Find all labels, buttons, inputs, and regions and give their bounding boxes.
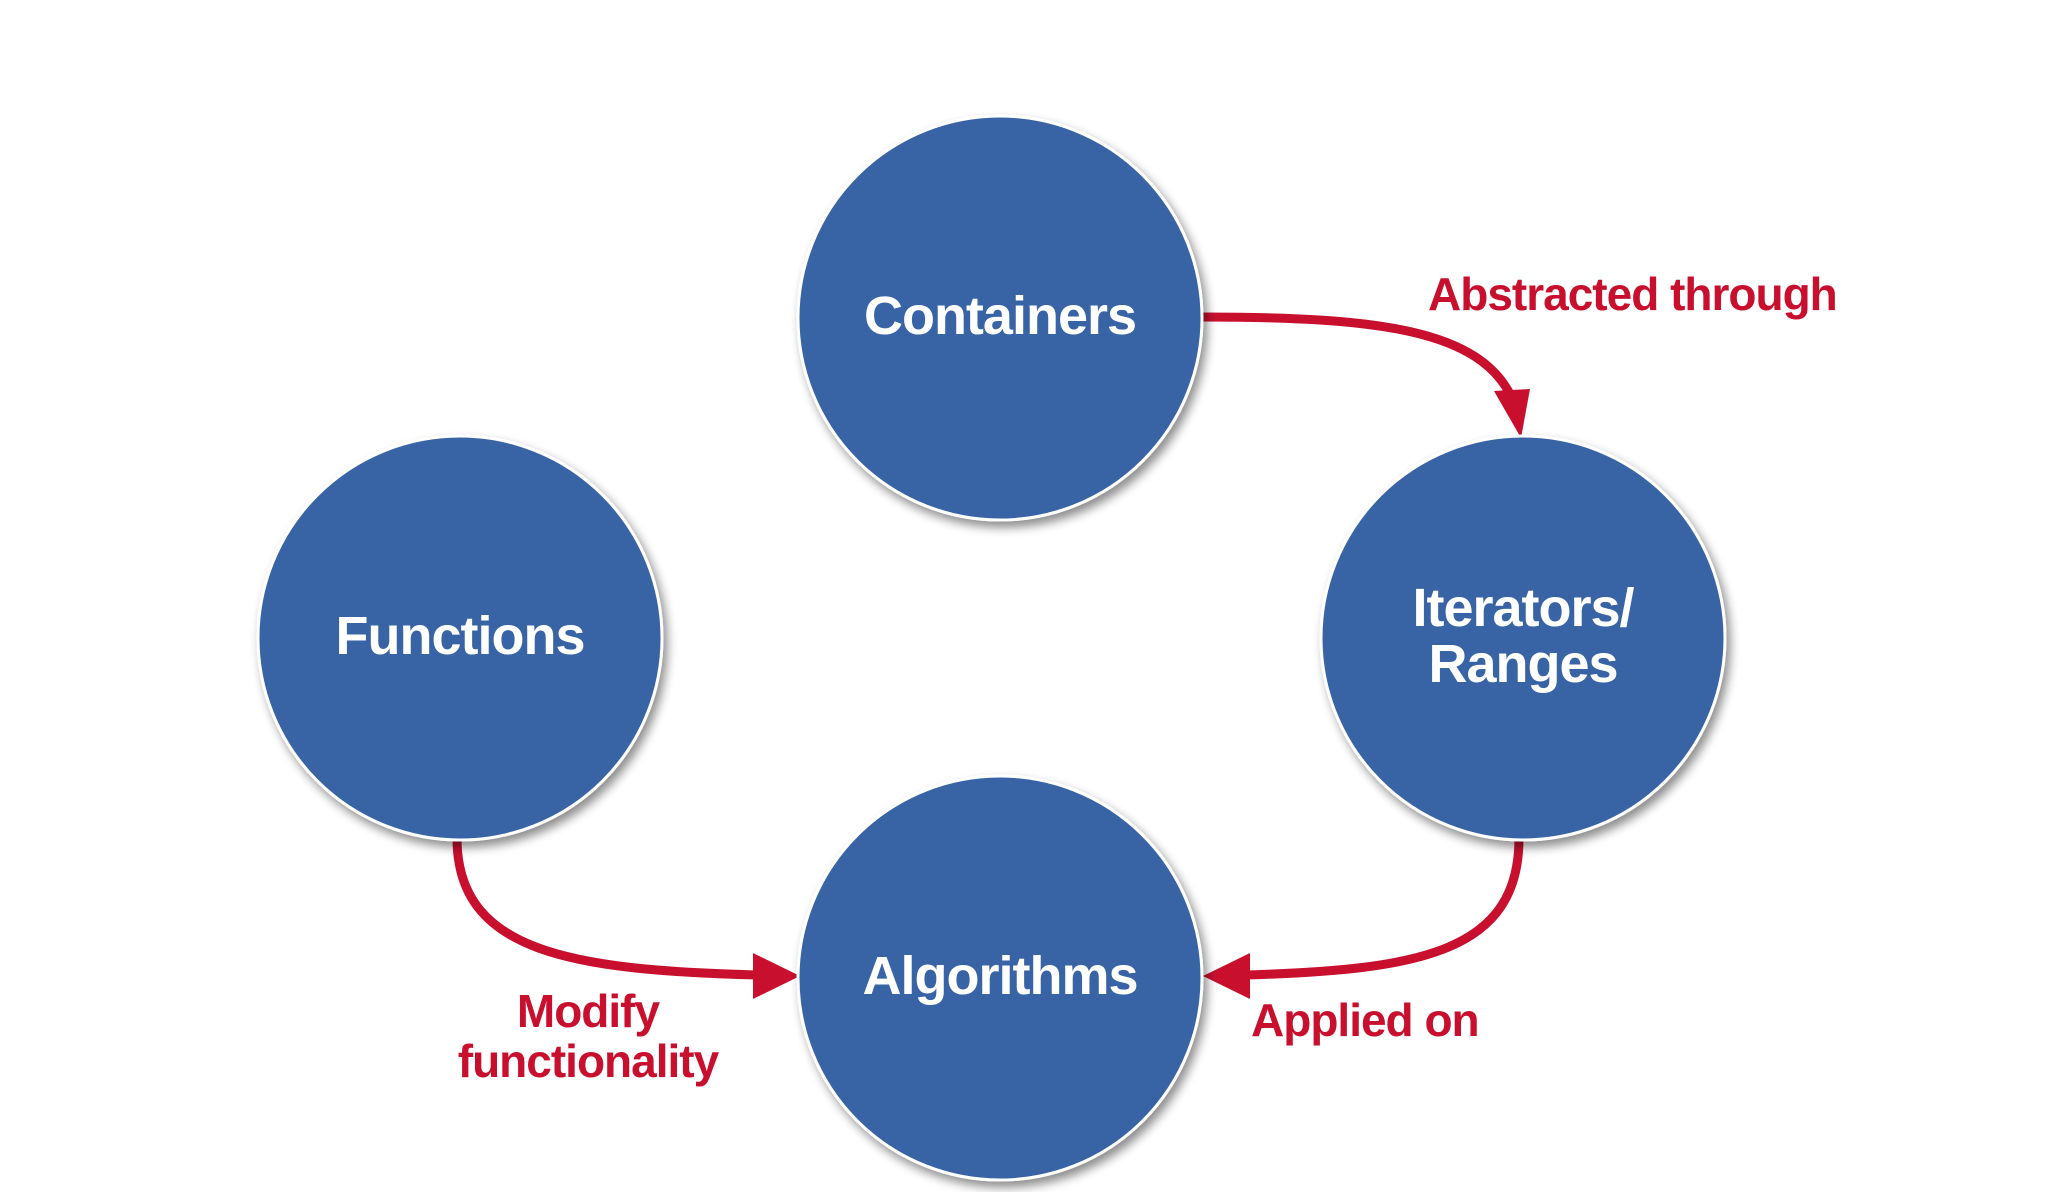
edge-label-abstracted-through: Abstracted through (1428, 268, 1837, 320)
arrowhead-modify (753, 953, 800, 999)
edge-abstracted-through (1202, 312, 1530, 438)
arrow-containers-to-iterators (1202, 312, 1517, 400)
arrow-functions-to-algorithms (452, 837, 758, 980)
node-iterators-ranges: Iterators/ Ranges (1319, 434, 1727, 842)
arrowhead-abstracted (1494, 389, 1530, 438)
node-functions: Functions (256, 434, 664, 842)
node-iterators-label-line2: Ranges (1428, 634, 1617, 694)
arrowhead-applied (1203, 953, 1250, 999)
edge-label-applied-on: Applied on (1251, 994, 1479, 1046)
node-functions-label: Functions (336, 606, 585, 666)
node-containers-label: Containers (864, 286, 1136, 346)
edge-modify-functionality (452, 837, 800, 999)
arrow-iterators-to-algorithms (1245, 837, 1524, 980)
node-iterators-label-line1: Iterators/ (1412, 578, 1634, 638)
node-algorithms: Algorithms (796, 774, 1204, 1182)
edge-label-modify-line1: Modify (517, 985, 661, 1037)
node-containers: Containers (796, 114, 1204, 522)
edge-applied-on (1203, 837, 1524, 999)
node-algorithms-label: Algorithms (862, 946, 1137, 1006)
edge-label-modify-line2: functionality (458, 1035, 720, 1087)
